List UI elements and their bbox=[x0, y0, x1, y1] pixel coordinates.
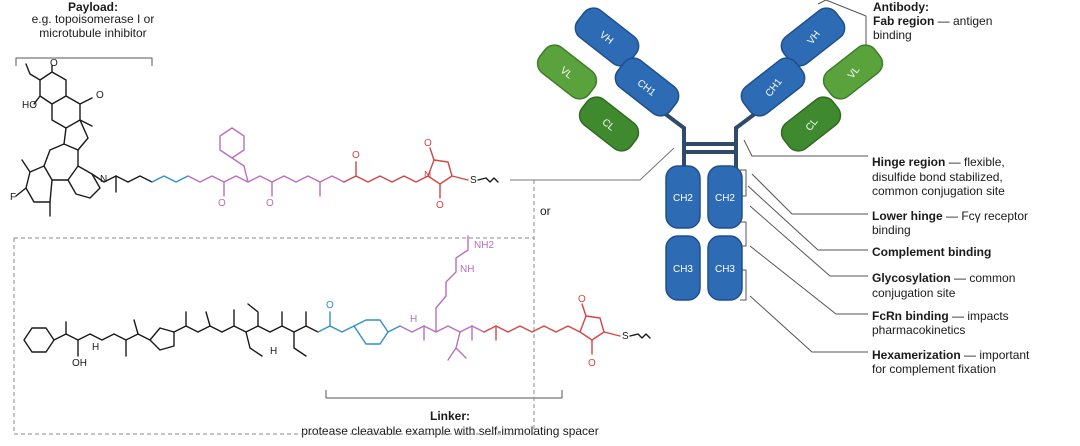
atom-o-maleimide-2: O bbox=[436, 200, 444, 211]
payload-spacer bbox=[127, 175, 153, 183]
fab-region-label: Fab region — antigen bbox=[873, 14, 993, 28]
or-label: or bbox=[540, 204, 551, 218]
region-leaders bbox=[743, 139, 868, 353]
fcrn-binding-desc: pharmacokinetics bbox=[872, 323, 966, 337]
atom-nh-pab: H bbox=[410, 314, 417, 325]
fcrn-binding-label: FcRn binding — impacts bbox=[872, 309, 1009, 323]
linker-desc: protease cleavable example with self-imm… bbox=[301, 424, 599, 438]
left-ch2-label: CH2 bbox=[673, 193, 693, 204]
hinge-region-desc-2: disulfide bond stabilized, bbox=[872, 170, 1003, 184]
maleimide-caproyl-top bbox=[343, 147, 469, 199]
complement-leader bbox=[747, 185, 868, 251]
lower-hinge-desc: binding bbox=[872, 223, 911, 237]
thiol-bond-bottom bbox=[629, 333, 651, 339]
linker-bracket bbox=[325, 390, 563, 399]
atom-s-bottom: S bbox=[622, 331, 629, 342]
left-fab-heavy bbox=[574, 7, 680, 117]
right-fab-heavy bbox=[740, 7, 846, 117]
atom-nh2: NH2 bbox=[474, 240, 494, 251]
atom-nh-1: H bbox=[92, 342, 99, 353]
lower-hinge-label: Lower hinge — Fcγ receptor bbox=[872, 209, 1029, 223]
atom-o-maleimide-1: O bbox=[424, 138, 432, 149]
atom-s-top: S bbox=[470, 175, 477, 186]
lower-hinge-leader bbox=[751, 173, 868, 215]
complement-binding-label: Complement binding bbox=[872, 245, 992, 259]
hinge-region-desc-3: common conjugation site bbox=[872, 184, 1005, 198]
hexamerization-label: Hexamerization — important bbox=[872, 348, 1030, 362]
atom-o-maleimide-3: O bbox=[578, 294, 586, 305]
atom-o-maleimide-4: O bbox=[588, 358, 596, 369]
mmae-payload bbox=[23, 303, 319, 357]
right-fab-light bbox=[780, 44, 884, 152]
glycosylation-desc: conjugation site bbox=[872, 286, 956, 300]
fc-left-column bbox=[665, 165, 701, 301]
hinge-region-label: Hinge region — flexible, bbox=[872, 155, 1005, 169]
payload-desc-line1: e.g. topoisomerase I or bbox=[31, 12, 155, 26]
bottom-molecule bbox=[23, 235, 651, 361]
atom-n-maleimide: N bbox=[424, 170, 431, 181]
glycosylation-label: Glycosylation — common bbox=[872, 271, 1016, 285]
alternate-payload-box bbox=[13, 237, 535, 435]
atom-ho: HO bbox=[22, 100, 37, 111]
atom-o-peptide-2: O bbox=[266, 198, 274, 209]
payload-bracket bbox=[15, 57, 153, 66]
hexamerization-leader bbox=[749, 295, 868, 353]
atom-o-carbamate: O bbox=[326, 300, 334, 311]
right-ch2-label: CH2 bbox=[715, 193, 735, 204]
payload-core bbox=[15, 63, 129, 217]
self-immolating-spacer-top bbox=[151, 175, 189, 183]
atom-o-carbonyl: O bbox=[96, 90, 104, 101]
atom-o-lactone: O bbox=[50, 58, 58, 69]
payload-title: Payload: bbox=[67, 0, 118, 14]
pab-spacer bbox=[317, 311, 401, 345]
maleimide-caproyl-bottom bbox=[483, 303, 621, 355]
atom-f: F bbox=[10, 192, 16, 203]
top-molecule bbox=[15, 63, 499, 217]
left-fab-light bbox=[536, 44, 640, 152]
atom-nh-urea: NH bbox=[460, 264, 474, 275]
hinge-connectors bbox=[658, 108, 762, 170]
payload-desc-line2: microtubule inhibitor bbox=[39, 26, 147, 40]
peptide-ggfg bbox=[187, 127, 345, 197]
atom-o-maleimide-amide: O bbox=[352, 150, 360, 161]
atom-o-peptide-1: O bbox=[218, 198, 226, 209]
antibody-structure: VH CH1 VL CL VH CH1 VL CL CH2 CH2 CH3 CH… bbox=[536, 7, 884, 301]
atom-oh: OH bbox=[72, 358, 87, 369]
left-ch3-label: CH3 bbox=[673, 264, 693, 275]
fab-region-desc: binding bbox=[873, 28, 912, 42]
linker-title: Linker: bbox=[429, 409, 470, 423]
thiol-bond-top bbox=[477, 177, 499, 183]
hexamerization-desc: for complement fixation bbox=[872, 362, 997, 376]
atom-nh-2: H bbox=[270, 346, 277, 357]
right-ch3-label: CH3 bbox=[715, 264, 735, 275]
atom-n-amide: N bbox=[100, 174, 107, 185]
glycosylation-leader bbox=[749, 205, 868, 277]
antibody-title: Antibody: bbox=[873, 0, 929, 14]
fc-region-brackets bbox=[740, 169, 747, 301]
conjugation-leader-2 bbox=[639, 147, 675, 181]
fcrn-leader bbox=[749, 245, 868, 315]
hinge-leader bbox=[743, 139, 868, 157]
fc-right-column bbox=[707, 165, 743, 301]
peptide-vc bbox=[399, 235, 485, 361]
